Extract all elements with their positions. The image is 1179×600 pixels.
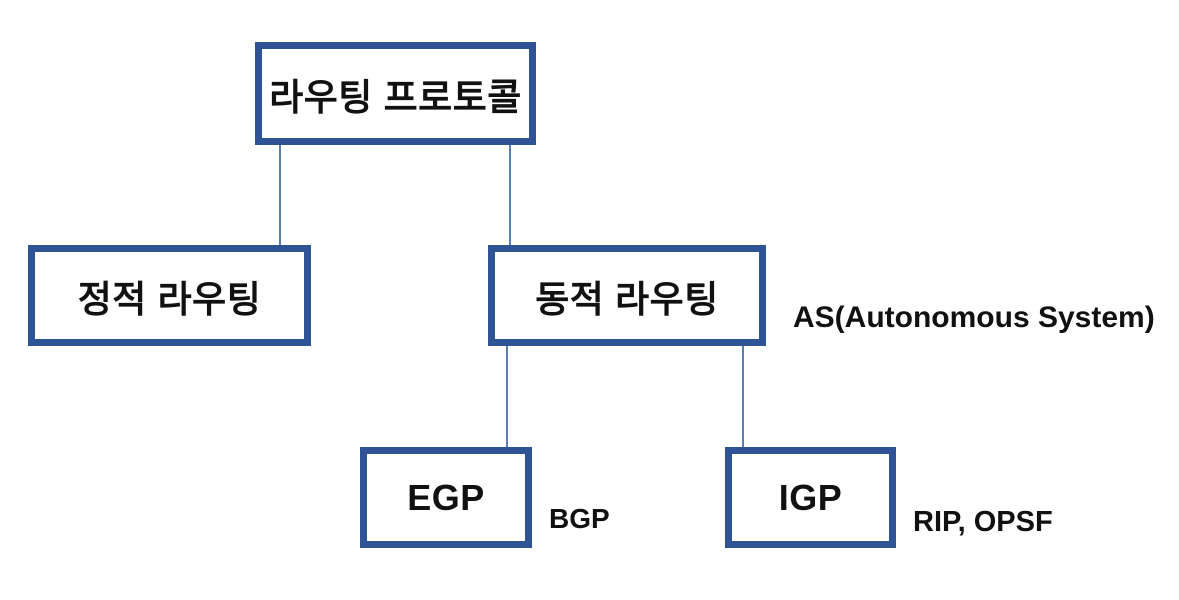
connector-root-to-dynamic-routing bbox=[509, 145, 511, 246]
node-egp: EGP bbox=[360, 447, 532, 548]
node-routing-protocol-label: 라우팅 프로토콜 bbox=[269, 76, 522, 118]
annotation-bgp: BGP bbox=[549, 503, 610, 534]
node-static-routing: 정적 라우팅 bbox=[28, 245, 311, 346]
node-dynamic-routing-label: 동적 라우팅 bbox=[535, 278, 719, 320]
node-igp-label: IGP bbox=[778, 476, 843, 518]
connector-dynamic-to-egp bbox=[506, 345, 508, 448]
node-dynamic-routing: 동적 라우팅 bbox=[488, 245, 766, 346]
annotation-autonomous-system: AS(Autonomous System) bbox=[793, 301, 1155, 334]
node-igp: IGP bbox=[725, 447, 896, 548]
annotation-rip-ospf: RIP, OPSF bbox=[913, 506, 1053, 538]
node-egp-label: EGP bbox=[407, 476, 485, 518]
node-routing-protocol: 라우팅 프로토콜 bbox=[255, 42, 536, 145]
connector-root-to-static-routing bbox=[279, 145, 281, 246]
connector-dynamic-to-igp bbox=[742, 345, 744, 448]
node-static-routing-label: 정적 라우팅 bbox=[77, 278, 262, 320]
